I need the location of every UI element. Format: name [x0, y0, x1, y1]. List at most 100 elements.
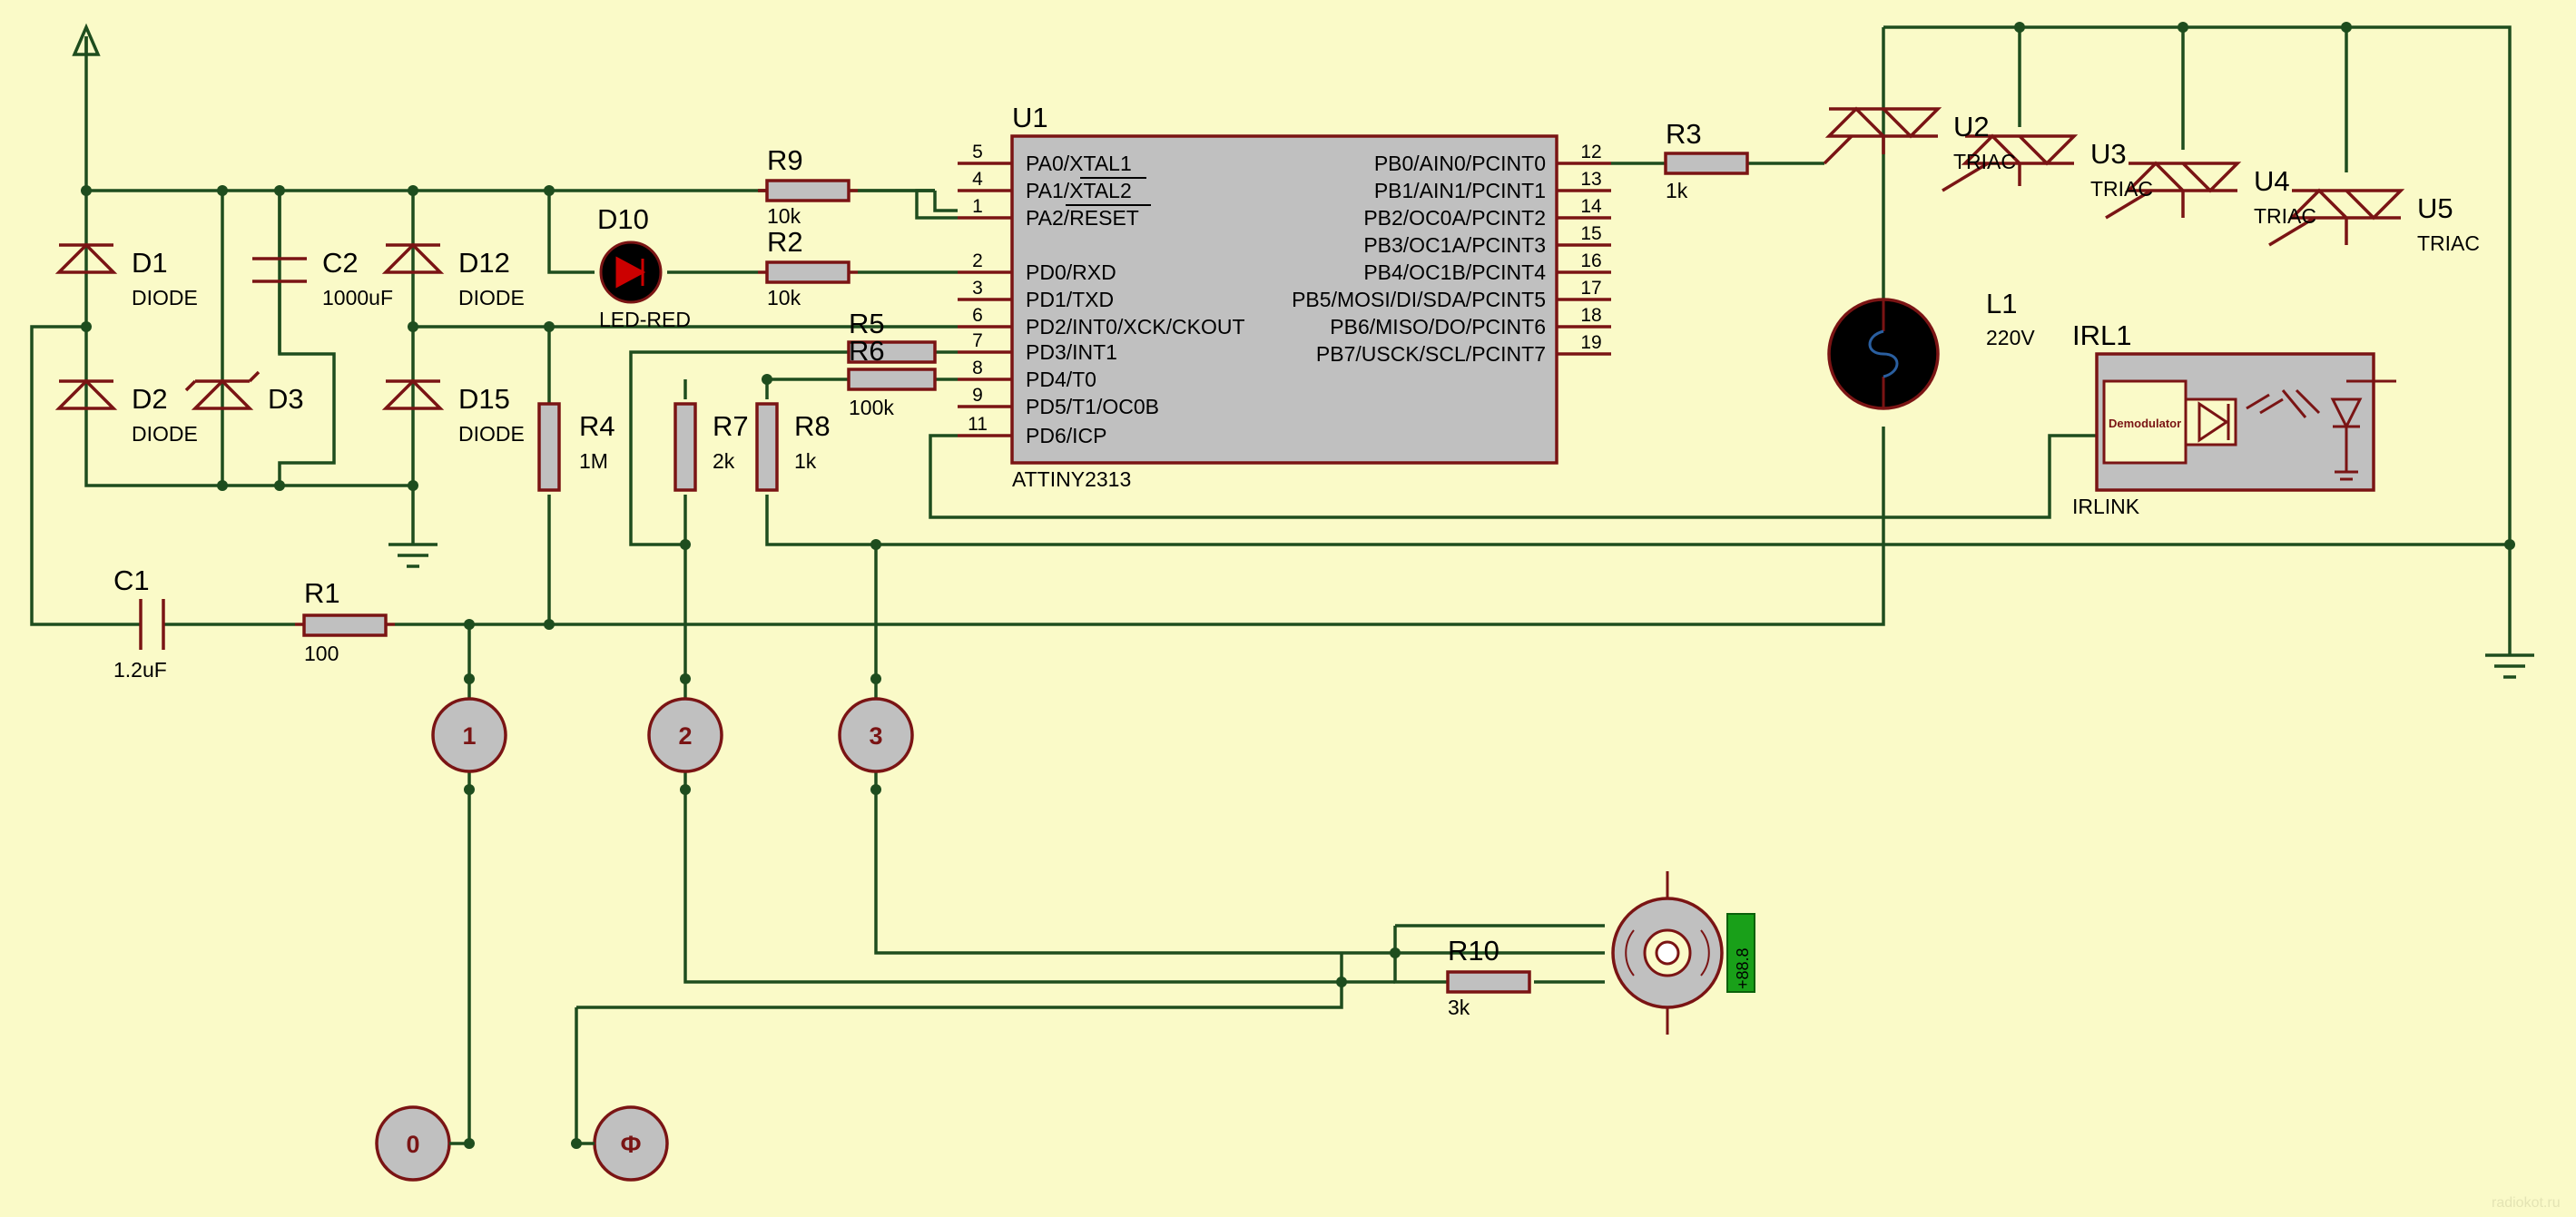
capacitor-c2	[252, 191, 307, 354]
r1-value: 100	[304, 642, 339, 665]
terminal-phase-label: Ф	[620, 1131, 641, 1158]
r3-ref: R3	[1666, 118, 1702, 150]
d1-value: DIODE	[132, 286, 198, 309]
terminal-1[interactable]	[431, 679, 507, 790]
resistor-r6	[847, 368, 937, 391]
u1-pin-name: PB2/OC0A/PCINT2	[1363, 206, 1546, 230]
diode-d3	[184, 370, 261, 410]
resistor-r1	[295, 613, 395, 637]
r10-value: 3k	[1448, 996, 1470, 1019]
u1-pin-name: PB3/OC1A/PCINT3	[1363, 233, 1546, 257]
u1-pin-name: PD6/ICP	[1026, 424, 1106, 447]
resistor-r3	[1664, 152, 1749, 175]
u4-value: TRIAC	[2254, 204, 2316, 228]
d15-ref: D15	[458, 383, 510, 415]
u5-value: TRIAC	[2417, 231, 2480, 255]
r10-ref: R10	[1448, 935, 1499, 967]
r2-value: 10k	[767, 286, 801, 309]
d12-ref: D12	[458, 247, 510, 279]
u1-pin-number: 13	[1580, 169, 1601, 190]
c2-value: 1000uF	[322, 286, 393, 309]
ir-link-irl1	[2095, 352, 2396, 492]
u1-part: ATTINY2313	[1012, 467, 1131, 491]
u1-pin-name: PB4/OC1B/PCINT4	[1363, 260, 1546, 284]
u1-pin-number: 1	[972, 196, 983, 217]
r6-value: 100k	[849, 396, 894, 419]
resistor-r5	[847, 340, 937, 364]
u1-pin-number: 12	[1580, 142, 1601, 162]
u1-pin-name: PB1/AIN1/PCINT1	[1374, 179, 1546, 202]
u1-pin-number: 9	[972, 385, 983, 406]
u5-ref: U5	[2417, 192, 2453, 224]
d15-value: DIODE	[458, 422, 525, 446]
u1-pin-name: PD0/RXD	[1026, 260, 1116, 284]
u1-pin-number: 19	[1580, 332, 1601, 353]
u3-ref: U3	[2090, 138, 2127, 170]
u1-pin-number: 4	[972, 169, 983, 190]
terminal-2-label: 2	[678, 722, 692, 750]
d10-ref: D10	[597, 203, 649, 235]
resistor-r4	[537, 402, 561, 492]
u4-ref: U4	[2254, 165, 2290, 197]
r8-value: 1k	[794, 449, 817, 473]
r9-value: 10k	[767, 204, 801, 228]
r6-ref: R6	[849, 335, 885, 367]
motor-display-readout: +88.8	[1734, 947, 1752, 989]
d12-value: DIODE	[458, 286, 525, 309]
terminal-3-label: 3	[869, 722, 882, 750]
led-d10	[599, 240, 663, 304]
watermark: radiokot.ru	[2492, 1195, 2561, 1211]
diode-d15	[381, 378, 445, 410]
resistor-r2	[758, 260, 858, 284]
terminal-2[interactable]	[647, 679, 723, 790]
terminal-phase[interactable]	[576, 1105, 669, 1182]
u1-pin-name: PD3/INT1	[1026, 340, 1117, 364]
triac-u3	[2105, 161, 2242, 220]
terminal-0-label: 0	[406, 1131, 419, 1158]
u1-pin-number: 2	[972, 250, 983, 271]
u1-pin-name: PB5/MOSI/DI/SDA/PCINT5	[1292, 288, 1546, 311]
u1-pin-name: PD2/INT0/XCK/CKOUT	[1026, 315, 1245, 339]
u1-pin-number: 16	[1580, 250, 1601, 271]
r9-ref: R9	[767, 144, 803, 176]
d2-value: DIODE	[132, 422, 198, 446]
r7-value: 2k	[713, 449, 735, 473]
u3-value: TRIAC	[2090, 177, 2153, 201]
u1-pin-number: 15	[1580, 223, 1601, 244]
u1-pin-number: 3	[972, 278, 983, 299]
diode-d1	[54, 242, 118, 274]
c1-ref: C1	[113, 564, 150, 596]
u1-pin-number: 5	[972, 142, 983, 162]
ground-symbol	[2485, 644, 2534, 679]
r4-value: 1M	[579, 449, 608, 473]
u1-pin-number: 18	[1580, 305, 1601, 326]
u1-pin-number: 11	[968, 414, 988, 435]
l1-value: 220V	[1986, 326, 2035, 349]
resistor-r7	[673, 402, 697, 492]
u1-pin-number: 17	[1580, 278, 1601, 299]
irl1-value: IRLINK	[2072, 495, 2140, 518]
resistor-r8	[755, 402, 779, 492]
irl1-inner-label: Demodulator	[2109, 417, 2181, 430]
r1-ref: R1	[304, 577, 340, 609]
u1-pin-name: PD5/T1/OC0B	[1026, 395, 1159, 418]
diode-d2	[54, 378, 118, 410]
u1-ref: U1	[1012, 102, 1048, 133]
u1-pin-number: 14	[1580, 196, 1602, 217]
u1-pin-name: PD1/TXD	[1026, 288, 1114, 311]
r5-ref: R5	[849, 308, 885, 339]
d10-value: LED-RED	[599, 308, 691, 331]
resistor-r9	[758, 179, 858, 202]
irl1-ref: IRL1	[2072, 319, 2131, 351]
u1-pin-number: 8	[972, 358, 983, 378]
terminal-0[interactable]	[375, 1105, 469, 1182]
diode-d12	[381, 242, 445, 274]
terminal-3[interactable]	[838, 679, 914, 790]
triac-u2	[1942, 133, 2079, 192]
u1-pin-name: PD4/T0	[1026, 368, 1096, 391]
u1-pin-number: 6	[972, 305, 983, 326]
u1-pin-name: PB0/AIN0/PCINT0	[1374, 152, 1546, 175]
u1-pin-name: PB6/MISO/DO/PCINT6	[1330, 315, 1546, 339]
